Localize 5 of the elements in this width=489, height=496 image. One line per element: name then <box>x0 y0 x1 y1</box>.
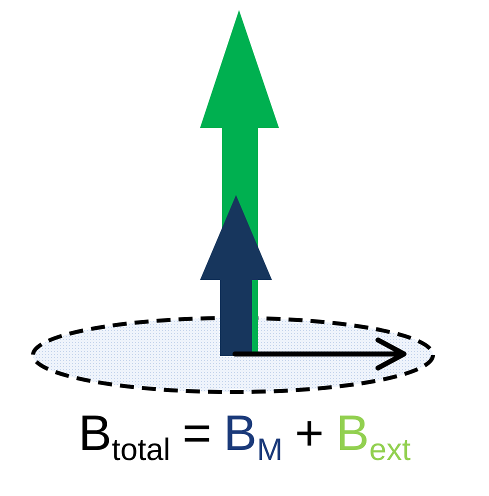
equation-term: B$_{M}$ <box>224 408 283 465</box>
equation-term: B$_{total}$ <box>78 408 170 465</box>
equation-term: = <box>182 408 212 458</box>
equation-term: B$_{ext}$ <box>336 408 411 465</box>
equation-term: + <box>294 408 324 458</box>
